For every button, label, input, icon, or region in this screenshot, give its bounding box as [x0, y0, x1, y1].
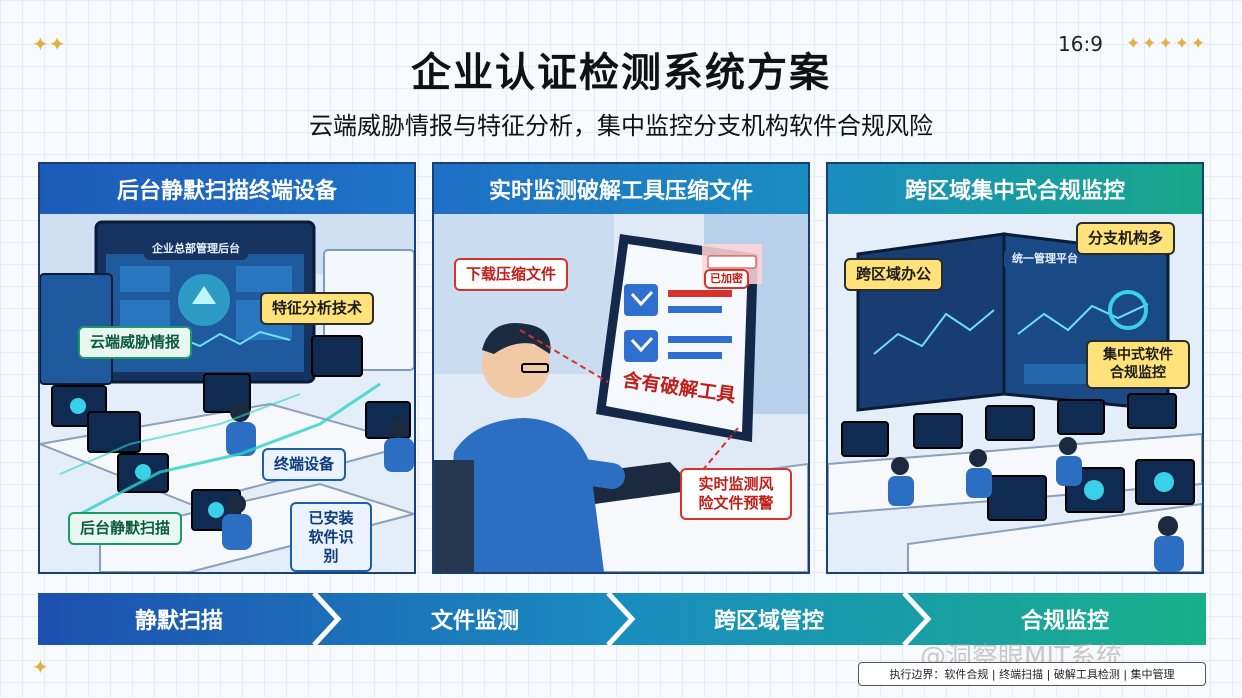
panel-header: 跨区域集中式合规监控 — [828, 164, 1202, 214]
panel-illustration-control-room: 统一管理平台 分支机构多 跨区域办公 集中式软件合规监控 — [828, 214, 1202, 572]
callout-download-zip: 下载压缩文件 — [454, 258, 569, 291]
execution-boundary-label: 执行边界：软件合规 | 终端扫描 | 破解工具检测 | 集中管理 — [858, 662, 1206, 686]
page-subtitle: 云端威胁情报与特征分析，集中监控分支机构软件合规风险 — [309, 112, 933, 140]
panel-cross-region: 跨区域集中式合规监控 — [826, 162, 1204, 574]
callout-cloud-threat-intel: 云端威胁情报 — [78, 326, 193, 359]
screen-title: 统一管理平台 — [1004, 248, 1086, 270]
flow-step-cross-region: 跨区域管控 — [713, 609, 824, 634]
flow-step-file-monitor: 文件监测 — [430, 609, 519, 634]
decorative-stars-left-icon: ✦✦ — [32, 32, 66, 56]
process-flow-bar: 静默扫描 文件监测 跨区域管控 合规监控 — [38, 593, 1206, 645]
panel-header: 实时监测破解工具压缩文件 — [434, 164, 808, 214]
control-room-illustration — [828, 214, 1202, 572]
callout-many-branches: 分支机构多 — [1076, 222, 1176, 255]
callout-feature-analysis: 特征分析技术 — [260, 292, 375, 325]
callout-terminal-device: 终端设备 — [262, 448, 347, 481]
decorative-star-bottom-left-icon: ✦ — [32, 655, 49, 679]
flow-step-compliance: 合规监控 — [1020, 609, 1109, 634]
callout-realtime-alert: 实时监测风险文件预警 — [680, 468, 792, 520]
flow-arrows-shape — [38, 593, 1206, 645]
page-title: 企业认证检测系统方案 — [411, 50, 831, 96]
callout-silent-scan: 后台静默扫描 — [68, 512, 183, 545]
panel-header: 后台静默扫描终端设备 — [40, 164, 414, 214]
panel-illustration-office: 企业总部管理后台 特征分析技术 云端威胁情报 终端设备 后台静默扫描 已安装软件… — [40, 214, 414, 572]
flow-step-silent-scan: 静默扫描 — [134, 609, 223, 634]
callout-installed-software: 已安装软件识别 — [290, 502, 372, 572]
screen-title: 企业总部管理后台 — [144, 238, 248, 260]
panel-illustration-workstation: 已加密 下载压缩文件 含有破解工具 实时监测风险文件预警 — [434, 214, 808, 572]
panel-file-monitoring: 实时监测破解工具压缩文件 — [432, 162, 810, 574]
callout-cross-region-office: 跨区域办公 — [844, 258, 944, 291]
panel-silent-scan: 后台静默扫描 终端设备 — [38, 162, 416, 574]
aspect-ratio-label: 16:9 — [1058, 32, 1103, 56]
decorative-stars-right-icon: ✦✦✦✦✦ — [1126, 34, 1208, 54]
callout-centralized-compliance: 集中式软件合规监控 — [1086, 340, 1190, 389]
screen-tag: 已加密 — [704, 269, 749, 289]
